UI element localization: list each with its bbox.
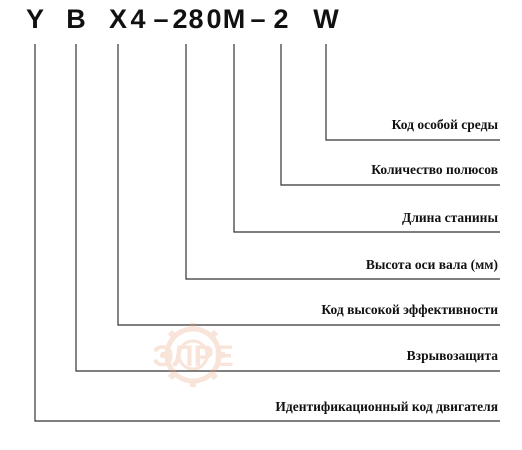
legend-label-shaft-height: Высота оси вала (мм) [365,257,498,272]
connector-explosion-proof [75,44,500,372]
watermark-logo: ЭЛРЕ [152,323,234,387]
connector-frame-length [233,44,500,233]
connector-pole-count [280,44,500,186]
gear-icon [161,323,225,387]
connector-special-environment [325,44,500,141]
legend-label-frame-length: Длина станины [402,210,498,225]
code-char-x: X [108,4,128,34]
legend-label-high-efficiency: Код высокой эффективности [321,302,498,317]
code-char-w: W [313,4,339,34]
connector-motor-id-code [34,44,500,422]
code-char-b: B [66,4,86,34]
legend-label-pole-count: Количество полюсов [371,162,498,177]
code-char-m: M [222,4,246,34]
code-char-dash-2: – [250,4,266,34]
svg-text:ЭЛРЕ: ЭЛРЕ [152,340,233,373]
connector-shaft-height [185,44,500,280]
code-char-0: 0 [206,4,222,34]
code-char-2: 2 [172,4,188,34]
legend-label-explosion-proof: Взрывозащита [406,348,498,363]
code-char-4: 4 [130,4,146,34]
code-char-8: 8 [188,4,204,34]
code-char-pole-2: 2 [273,4,289,34]
legend-label-motor-id-code: Идентификационный код двигателя [275,399,498,414]
connector-lines [34,44,500,422]
legend-label-special-environment: Код особой среды [391,117,498,132]
code-char-y: Y [25,4,45,34]
code-char-dash-1: – [153,4,169,34]
connector-high-efficiency [117,44,500,326]
